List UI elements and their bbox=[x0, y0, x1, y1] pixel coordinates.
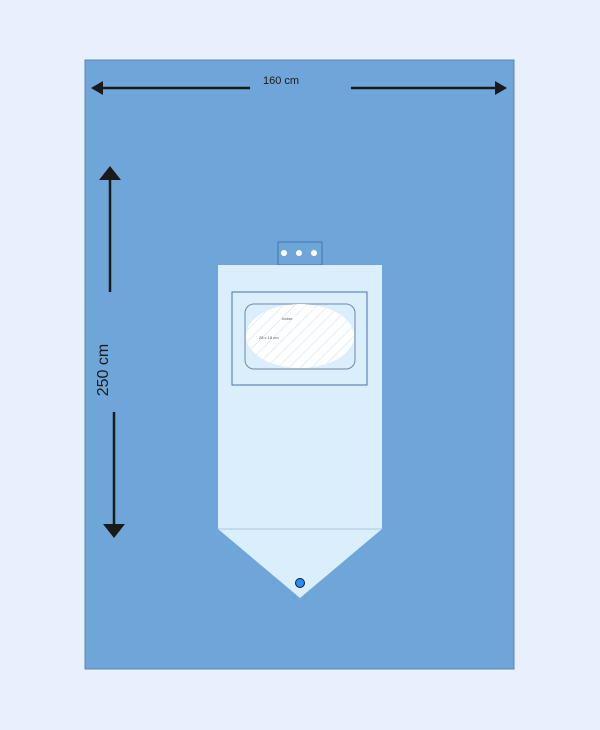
drain-port bbox=[295, 578, 305, 588]
tab-hole bbox=[281, 250, 287, 256]
incise-area bbox=[246, 304, 354, 368]
incise-size: 28 x 18 cm bbox=[259, 335, 279, 340]
tab-hole bbox=[296, 250, 302, 256]
window-frame bbox=[231, 291, 368, 386]
incise-label: Incise bbox=[282, 316, 293, 321]
width-arrow bbox=[91, 81, 507, 95]
tab-hole bbox=[311, 250, 317, 256]
height-label: 250 cm bbox=[95, 344, 112, 396]
height-arrow bbox=[99, 166, 125, 538]
width-label: 160 cm bbox=[263, 75, 299, 87]
